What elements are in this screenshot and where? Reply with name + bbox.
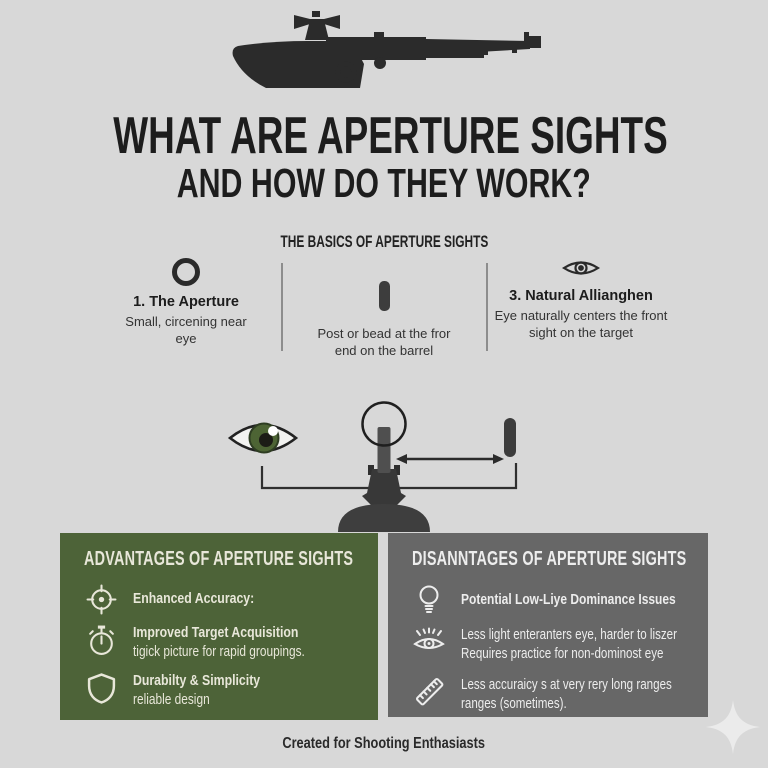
disadvantages-heading: DISANNTAGES OF APERTURE SIGHTS [412,548,687,570]
advantages-heading: ADVANTAGES OF APERTURE SIGHTS [84,548,354,570]
disadvantage-item: Potential Low-Liye Dominance Issues [412,584,686,616]
target-icon [84,584,118,615]
page-title: WHAT ARE APERTURE SIGHTS [0,106,768,166]
basics-column-desc: Small, circening near eye [125,314,247,347]
sight-picture-diagram [227,401,518,532]
disadvantage-item-title: Potential Low-Liye Dominance Issues [461,590,676,608]
basics-column-aperture: 1. The Aperture Small, circening near ey… [96,256,276,348]
eye-lashes-icon [412,626,446,654]
footer-credit: Created for Shooting Enthasiasts [282,735,486,752]
advantages-panel: ADVANTAGES OF APERTURE SIGHTS Enhanced A… [60,533,378,720]
advantage-item-title: Enhanced Accuracy: [133,590,255,608]
disadvantage-item: Less accuraicy s at very rery long range… [412,676,686,714]
advantage-item-desc: reliable design [133,691,210,708]
eye-illustration [227,422,299,454]
sparkle-icon [706,700,760,754]
basics-heading: THE BASICS OF APERTURE SIGHTS [280,232,488,251]
disadvantage-item-desc: Requires practice for non-dominost eye [461,645,664,662]
aperture-ring-icon [172,258,200,286]
footer: Created for Shooting Enthasiasts [0,735,768,753]
distance-arrow [396,454,504,464]
front-post-icon [378,281,390,311]
basics-column-desc: Post or bead at the fror end on the barr… [317,326,451,358]
rear-sight-base [338,465,430,532]
advantage-item: Improved Target Acquisition tigick pictu… [84,624,356,662]
advantage-item-title: Improved Target Acquisition [133,624,299,641]
page-subtitle: AND HOW DO THEY WORK? [0,160,768,207]
page-title-line2: AND HOW DO THEY WORK? [176,160,592,206]
column-divider [281,263,283,351]
disadvantage-item: Less light enteranters eye, harder to li… [412,626,686,664]
disadvantage-item-desc: ranges (sometimes). [461,695,567,712]
eye-icon [561,261,601,275]
shield-icon [84,672,118,705]
advantage-item: Durabilty & Simplicity reliable design [84,672,356,710]
basics-column-post: Post or bead at the fror end on the barr… [294,256,474,360]
column-divider [486,263,488,351]
basics-column-title: 1. The Aperture [133,294,239,310]
disadvantage-item-title: Less accuraicy s at very rery long range… [461,676,672,693]
page-title-line1: WHAT ARE APERTURE SIGHTS [113,107,668,165]
lightbulb-icon [412,584,446,616]
front-post [377,427,391,473]
basics-column-alignment: 3. Natural Allianghen Eye naturally cent… [491,256,671,342]
advantage-item-desc: tigick picture for rapid groupings. [133,643,305,660]
disadvantages-panel: DISANNTAGES OF APERTURE SIGHTS Potential… [388,533,708,717]
disadvantage-item-title: Less light enteranters eye, harder to li… [461,627,677,643]
rifle-illustration [232,11,541,88]
advantage-item: Enhanced Accuracy: [84,584,356,615]
advantage-item-title: Durabilty & Simplicity [133,671,261,689]
ruler-icon [412,676,446,707]
basics-section: THE BASICS OF APERTURE SIGHTS [0,232,768,252]
aperture-ring [361,401,407,447]
stopwatch-icon [84,624,118,657]
front-sight-pill [504,418,516,457]
basics-column-title: 3. Natural Allianghen [509,288,653,304]
basics-column-desc: Eye naturally centers the front sight on… [494,308,668,341]
